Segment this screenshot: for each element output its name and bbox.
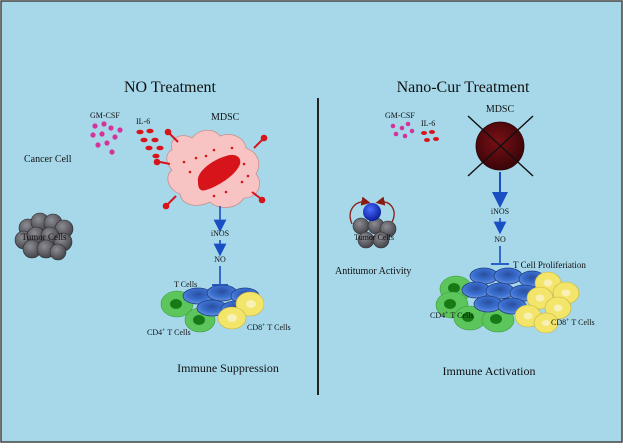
mdsc-label-left: MDSC bbox=[211, 112, 240, 123]
right-caption: Immune Activation bbox=[443, 364, 536, 378]
left-title: NO Treatment bbox=[124, 79, 217, 96]
left-panel: NO Treatment GM-CSF IL-6 MDSC bbox=[14, 79, 291, 375]
no-label-right: NO bbox=[494, 235, 506, 244]
tumor-cells-label-left: Tumor Cells bbox=[22, 232, 67, 242]
gmcsf-dots-left bbox=[90, 121, 123, 155]
right-title: Nano-Cur Treatment bbox=[397, 79, 530, 96]
curved-arrow-right bbox=[375, 196, 395, 223]
tumor-cells-right bbox=[349, 196, 397, 249]
il6-label-left: IL-6 bbox=[136, 117, 150, 126]
t-cells-label-left: T Cells bbox=[174, 280, 197, 289]
tcell-cluster-left bbox=[160, 284, 265, 333]
left-caption: Immune Suppression bbox=[177, 361, 279, 375]
cd4-label-left: CD4+ T Cells bbox=[147, 328, 191, 337]
gmcsf-label-left: GM-CSF bbox=[90, 111, 120, 120]
cd4-cells-right bbox=[435, 275, 515, 333]
inos-label-right: iNOS bbox=[491, 207, 509, 216]
dead-mdsc-right bbox=[467, 115, 534, 177]
cancer-cell-label: Cancer Cell bbox=[24, 154, 72, 165]
no-label-left: NO bbox=[214, 255, 226, 264]
nanocur-particle bbox=[363, 203, 381, 221]
antitumor-label: Antitumor Activity bbox=[335, 266, 411, 277]
gmcsf-label-right: GM-CSF bbox=[385, 111, 415, 120]
mdsc-nucleus-left bbox=[197, 154, 241, 191]
mdsc-label-right: MDSC bbox=[486, 104, 515, 115]
cross-line-2 bbox=[467, 115, 534, 177]
mdsc-cell-left bbox=[153, 128, 268, 210]
tumor-cells-label-right: Tumor Cells bbox=[354, 233, 394, 242]
gmcsf-dots-right bbox=[390, 121, 415, 139]
inos-label-left: iNOS bbox=[211, 229, 229, 238]
il6-label-right: IL-6 bbox=[421, 119, 435, 128]
cd8-cells-right bbox=[514, 271, 580, 334]
il6-dots-left bbox=[136, 128, 164, 159]
cd8-label-left: CD8+ T Cells bbox=[247, 323, 291, 332]
curved-arrow-left bbox=[349, 196, 371, 225]
tcell-cluster-right bbox=[435, 267, 580, 334]
right-panel: Nano-Cur Treatment MDSC GM-CSF IL-6 bbox=[335, 79, 595, 378]
cd8-label-right: CD8+ T Cells bbox=[551, 318, 595, 327]
tumor-cells-left bbox=[14, 212, 74, 261]
cd8-cells-left bbox=[217, 291, 265, 330]
proliferation-label: T Cell Proliferiation bbox=[513, 260, 586, 270]
cd4-label-right: CD4+ T Cells bbox=[430, 311, 474, 320]
il6-dots-right bbox=[421, 130, 439, 142]
